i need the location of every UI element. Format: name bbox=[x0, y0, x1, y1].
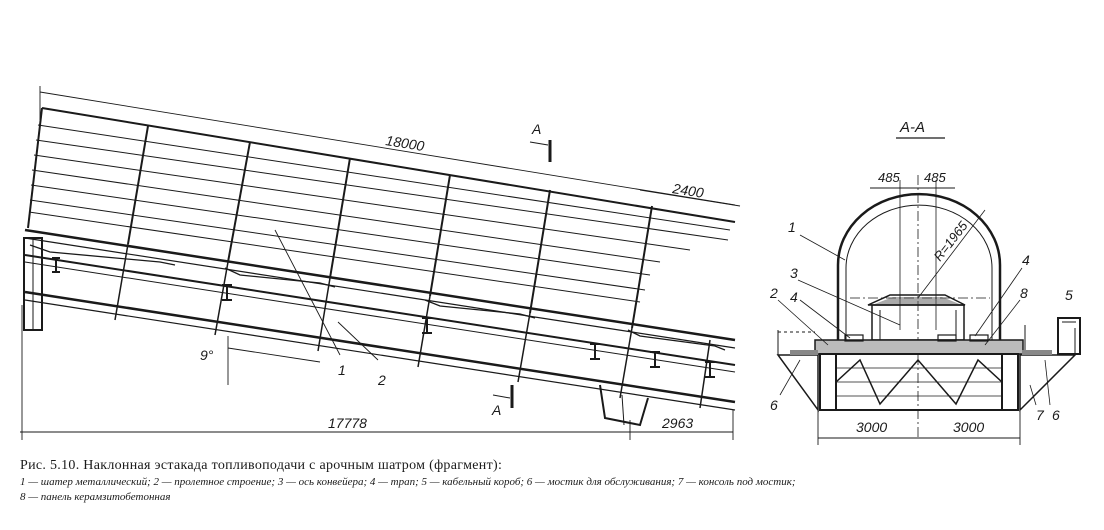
angle-label: 9° bbox=[200, 347, 214, 363]
maintenance-walkways bbox=[776, 325, 1077, 413]
truss-haunches bbox=[29, 244, 726, 351]
dim-485-left: 485 bbox=[878, 170, 900, 185]
section-title: А-А bbox=[899, 119, 925, 136]
deck-panel bbox=[814, 339, 1024, 355]
callout-7: 7 bbox=[1036, 407, 1045, 423]
callout-4-right: 4 bbox=[1022, 252, 1030, 268]
caption-title: Рис. 5.10. Наклонная эстакада топливопод… bbox=[20, 458, 503, 473]
section-mark-top: А bbox=[529, 121, 552, 162]
cable-box bbox=[1057, 317, 1081, 355]
truss-verticals bbox=[114, 243, 711, 409]
caption-legend-2: 8 — панель керамзитобетонная bbox=[20, 491, 171, 503]
caption-legend-1: 1 — шатер металлический; 2 — пролетное с… bbox=[20, 476, 796, 488]
right-pier bbox=[599, 384, 649, 427]
section-view: А-А 485 485 R=1965 bbox=[769, 119, 1081, 445]
dim-17778: 17778 bbox=[328, 415, 367, 431]
figure-caption: Рис. 5.10. Наклонная эстакада топливопод… bbox=[20, 458, 1096, 504]
dim-18000: 18000 bbox=[385, 132, 426, 154]
dim-3000-right: 3000 bbox=[953, 419, 984, 435]
left-support bbox=[23, 237, 60, 331]
callout-5: 5 bbox=[1065, 287, 1073, 303]
conveyor bbox=[867, 294, 966, 341]
svg-text:А: А bbox=[491, 402, 501, 418]
arch-roof bbox=[836, 192, 1002, 340]
dim-2400: 2400 bbox=[671, 180, 705, 201]
truss-bottom-chord bbox=[24, 290, 736, 404]
svg-text:А: А bbox=[531, 121, 541, 137]
technical-drawing: 18000 2400 А А 9° 1 2 17778 bbox=[20, 86, 1081, 445]
radius-label: R=1965 bbox=[931, 218, 972, 264]
truss-top-chord bbox=[24, 228, 736, 342]
dim-485-right: 485 bbox=[924, 170, 946, 185]
roof-ribs bbox=[127, 125, 653, 329]
angle-indicator: 9° bbox=[200, 336, 321, 385]
callout-8: 8 bbox=[1020, 285, 1028, 301]
callout-2-side: 2 bbox=[377, 372, 386, 388]
dim-2963: 2963 bbox=[661, 415, 693, 431]
callout-4-left: 4 bbox=[790, 289, 798, 305]
callout-3: 3 bbox=[790, 265, 798, 281]
section-mark-bottom: А bbox=[491, 385, 514, 418]
callout-2: 2 bbox=[769, 285, 778, 301]
callout-1-side: 1 bbox=[338, 362, 346, 378]
dim-3000-left: 3000 bbox=[856, 419, 887, 435]
dim-line-18000 bbox=[39, 91, 736, 206]
section-truss bbox=[819, 353, 1019, 411]
callout-6-left: 6 bbox=[770, 397, 778, 413]
callout-6-right: 6 bbox=[1052, 407, 1060, 423]
beam-marks bbox=[222, 284, 715, 378]
roof-top-edge bbox=[41, 107, 736, 223]
callout-1: 1 bbox=[788, 219, 796, 235]
side-view: 18000 2400 А А 9° 1 2 17778 bbox=[20, 86, 741, 440]
